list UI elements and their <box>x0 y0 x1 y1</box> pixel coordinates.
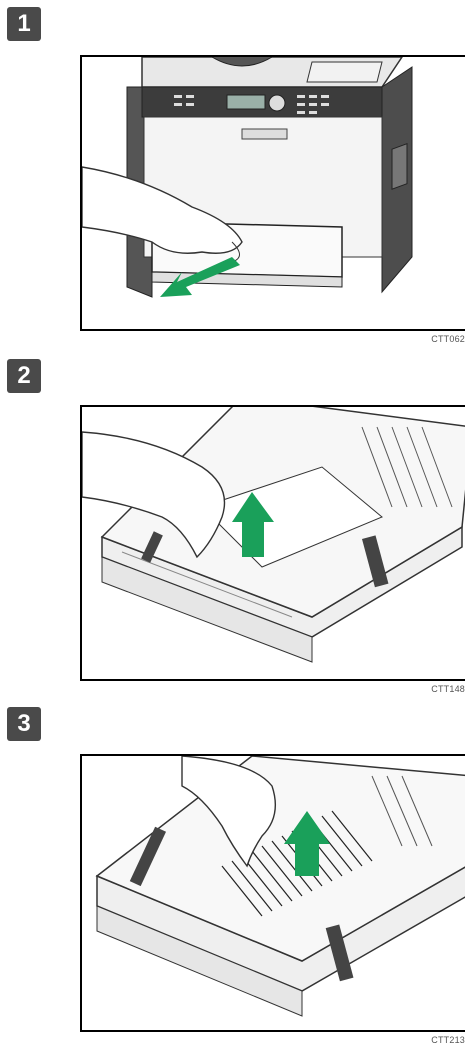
step-1-badge: 1 <box>7 7 41 41</box>
printer-pull-tray-figure-icon <box>82 57 465 331</box>
step-1-figure <box>80 55 465 331</box>
figure-code-1: CTT062 <box>431 334 465 344</box>
tray-remove-paper-figure-icon <box>82 756 465 1032</box>
step-3-badge: 3 <box>7 707 41 741</box>
tray-lift-cover-figure-icon <box>82 407 465 681</box>
figure-code-3: CTT213 <box>431 1035 465 1045</box>
step-3-figure <box>80 754 465 1032</box>
step-2-badge: 2 <box>7 359 41 393</box>
figure-code-2: CTT148 <box>431 684 465 694</box>
step-2-figure <box>80 405 465 681</box>
